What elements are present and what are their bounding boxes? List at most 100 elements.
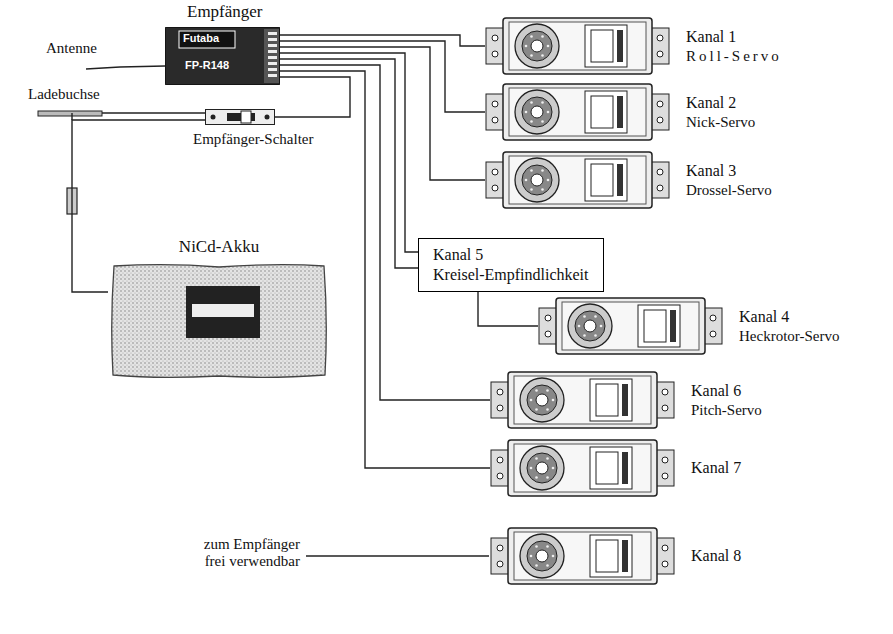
servo: Kanal 6Pitch-Servo (490, 370, 762, 430)
servo-case (508, 440, 657, 496)
wire (280, 59, 418, 268)
mounting-hole (497, 389, 503, 395)
horn-hole (525, 111, 528, 114)
servo-label-strip (622, 452, 628, 484)
mounting-hole (492, 101, 498, 107)
receiver-pin (268, 68, 277, 71)
mounting-hole (657, 35, 663, 41)
servo-label-window (591, 30, 613, 62)
horn-hole (535, 545, 538, 548)
mounting-hole (657, 169, 663, 175)
servo-label-block: Kanal 1Roll-Servo (686, 27, 782, 66)
servo: Kanal 3Drossel-Servo (485, 150, 772, 210)
servo: Kanal 1Roll-Servo (485, 16, 782, 76)
servo-horn (520, 534, 564, 578)
horn-hole (530, 467, 533, 470)
horn-hole (541, 54, 544, 57)
servo-horn-disk (522, 31, 552, 61)
servo-label (638, 305, 680, 347)
servo-picture (485, 82, 670, 142)
gyro-box: Kanal 5Kreisel-Empfindlichkeit (418, 238, 604, 292)
servo-holder (490, 438, 675, 498)
servo-label-window (591, 164, 613, 196)
channel-number: Kanal 5 (433, 245, 589, 265)
servo-horn-disk (527, 385, 557, 415)
battery-pack (112, 265, 327, 378)
horn-hole (546, 545, 549, 548)
servo-case (503, 84, 652, 140)
servo-picture (538, 296, 723, 356)
servo-label-block: Kanal 3Drossel-Servo (686, 161, 772, 200)
mounting-hole (662, 473, 668, 479)
servo-name: Drossel-Servo (686, 181, 772, 200)
mounting-hole (492, 185, 498, 191)
servo-holder (485, 150, 670, 210)
servo-shaft (536, 462, 548, 474)
horn-hole (552, 555, 555, 558)
servo-horn (520, 446, 564, 490)
mounting-hole (497, 545, 503, 551)
horn-hole (535, 564, 538, 567)
switch-case (206, 110, 275, 125)
servo-name: Nick-Servo (686, 113, 755, 132)
servo-holder (490, 526, 675, 586)
mounting-hole (497, 473, 503, 479)
horn-hole (578, 325, 581, 328)
note-label: zum Empfänger frei verwendbar (182, 536, 300, 571)
servo-holder (485, 16, 670, 76)
battery-sticker-stripe (192, 304, 254, 317)
antenna-wire (86, 66, 165, 69)
horn-hole (535, 408, 538, 411)
servo-horn-disk (527, 541, 557, 571)
horn-hole (535, 476, 538, 479)
jack-wire (102, 112, 205, 113)
channel-number: Kanal 6 (691, 381, 762, 401)
mounting-hole (545, 315, 551, 321)
horn-hole (552, 467, 555, 470)
receiver-pin (268, 74, 277, 77)
mounting-hole (662, 545, 668, 551)
servo-shaft (531, 174, 543, 186)
function-name: Kreisel-Empfindlichkeit (433, 265, 589, 285)
servo-case-inner (514, 444, 651, 492)
channel-number: Kanal 3 (686, 161, 772, 181)
battery-pack: NiCd-Akku (108, 262, 330, 380)
horn-hole (583, 315, 586, 318)
receiver-pin (268, 50, 277, 53)
servo-picture (485, 16, 670, 76)
mounting-hole (662, 457, 668, 463)
servo-case-inner (562, 302, 699, 350)
horn-hole (530, 101, 533, 104)
switch-screw (211, 115, 216, 120)
channel-number: Kanal 2 (686, 93, 755, 113)
mounting-hole (492, 35, 498, 41)
servo-horn (568, 304, 612, 348)
receiver-title: Empfänger (187, 2, 263, 22)
horn-hole (541, 101, 544, 104)
horn-hole (547, 111, 550, 114)
servo-holder (485, 82, 670, 142)
servo-case (508, 528, 657, 584)
servo-label-strip (670, 310, 676, 342)
servo-label-window (596, 384, 618, 416)
servo-case-inner (514, 376, 651, 424)
servo-horn-disk (522, 165, 552, 195)
horn-hole (535, 457, 538, 460)
servo-case-inner (514, 532, 651, 580)
servo-label (590, 447, 632, 489)
horn-hole (546, 408, 549, 411)
switch-screw (265, 115, 270, 120)
mounting-hole (492, 169, 498, 175)
servo-label (590, 535, 632, 577)
servo-label-block: Kanal 6Pitch-Servo (691, 381, 762, 420)
servo-horn (515, 90, 559, 134)
servo-picture (485, 150, 670, 210)
servo-picture (490, 370, 675, 430)
servo-case-inner (509, 22, 646, 70)
servo-horn-disk (575, 311, 605, 341)
servo: Kanal 8 (490, 526, 741, 586)
servo-case (503, 18, 652, 74)
battery-title: NiCd-Akku (108, 237, 330, 257)
servo-label-window (596, 452, 618, 484)
